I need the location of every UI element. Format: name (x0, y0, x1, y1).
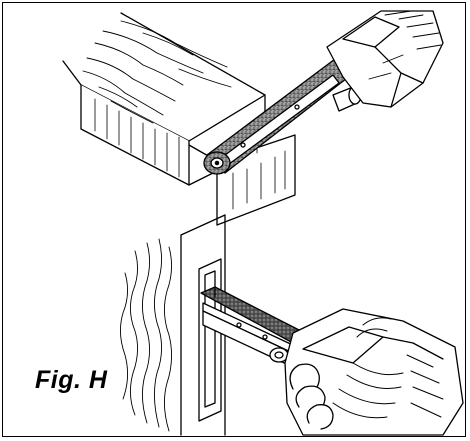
tool-body-top (326, 10, 444, 108)
tool-body-bottom (284, 308, 464, 436)
bottom-scene (120, 214, 464, 436)
belt-sander-arm-bottom (200, 286, 302, 370)
figure-illustration (62, 10, 464, 436)
belt-sander-arm-top (203, 58, 362, 175)
figure-label: Fig. H (35, 366, 108, 394)
figure-frame: Fig. H (2, 2, 466, 437)
top-scene (62, 10, 444, 226)
